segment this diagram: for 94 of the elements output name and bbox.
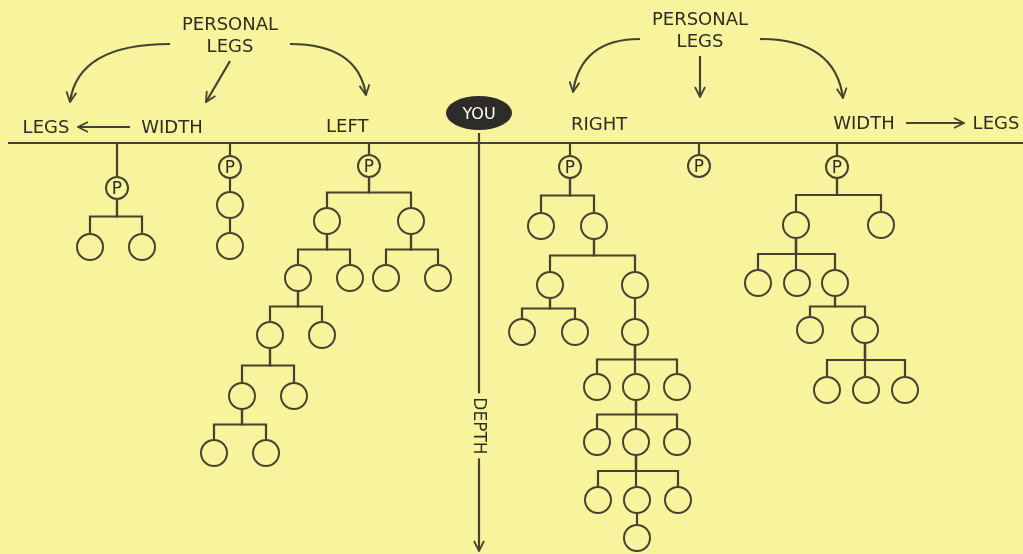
you-ellipse: YOU: [446, 96, 512, 130]
member-circle: [216, 191, 244, 219]
connector-line: [833, 297, 867, 316]
person-circle: P: [357, 154, 381, 178]
connector-line: [548, 299, 577, 318]
connector-line: [835, 144, 839, 155]
person-circle: P: [105, 176, 129, 200]
member-circle: [536, 271, 564, 299]
heading-label: PERSONAL LEGS: [168, 12, 292, 58]
member-circle: [583, 373, 611, 401]
member-circle: [813, 376, 841, 404]
member-circle: [580, 212, 608, 240]
member-circle: [622, 373, 650, 401]
member-circle: [783, 269, 811, 297]
member-circle: [216, 232, 244, 260]
member-circle: [336, 264, 364, 292]
heading-label: LEGS: [968, 112, 1023, 134]
member-circle: [584, 486, 612, 514]
member-circle: [128, 233, 156, 261]
member-circle: [623, 486, 651, 514]
connector-line: [268, 349, 296, 382]
member-circle: [852, 376, 880, 404]
arrow: [694, 56, 706, 98]
member-circle: [397, 207, 425, 235]
arrow: [289, 42, 370, 96]
side-label: LEFT: [326, 115, 369, 137]
person-circle: P: [825, 155, 849, 179]
heading-label: WIDTH: [134, 116, 210, 138]
member-circle: [621, 271, 649, 299]
connector-line: [635, 514, 639, 524]
member-circle: [256, 321, 284, 349]
baseline-bar: [8, 142, 1023, 144]
member-circle: [782, 211, 810, 239]
connector-line: [697, 144, 701, 154]
member-circle: [821, 269, 849, 297]
member-circle: [424, 264, 452, 292]
arrow: [66, 42, 171, 103]
member-circle: [280, 382, 308, 410]
member-circle: [744, 269, 772, 297]
connector-line: [115, 200, 144, 233]
member-circle: [308, 321, 336, 349]
member-circle: [663, 428, 691, 456]
connector-line: [592, 240, 637, 271]
member-circle: [891, 376, 919, 404]
member-circle: [284, 264, 312, 292]
member-circle: [623, 524, 651, 552]
member-circle: [867, 211, 895, 239]
connector-line: [240, 410, 268, 439]
member-circle: [527, 212, 555, 240]
member-circle: [583, 428, 611, 456]
heading-label: PERSONAL LEGS: [638, 7, 762, 53]
arrow: [906, 117, 965, 129]
connector-line: [568, 179, 596, 212]
member-circle: [252, 439, 280, 467]
person-circle: P: [687, 154, 711, 178]
arrow: [77, 121, 130, 133]
connector-line: [367, 178, 413, 207]
connector-line: [367, 144, 371, 154]
side-label: RIGHT: [571, 113, 628, 135]
connector-line: [835, 179, 883, 211]
connector-line: [634, 401, 679, 428]
connector-line: [634, 456, 680, 486]
member-circle: [372, 264, 400, 292]
member-circle: [228, 382, 256, 410]
member-circle: [313, 207, 341, 235]
arrow: [759, 37, 847, 99]
connector-line: [115, 144, 119, 176]
connector-line: [409, 235, 440, 264]
member-circle: [664, 486, 692, 514]
person-circle: P: [558, 155, 582, 179]
member-circle: [851, 316, 879, 344]
member-circle: [621, 318, 649, 346]
connector-line: [863, 344, 907, 376]
connector-line: [296, 292, 324, 321]
connector-line: [794, 239, 837, 269]
connector-line: [228, 179, 232, 191]
member-circle: [200, 439, 228, 467]
connector-line: [568, 144, 572, 155]
member-circle: [76, 233, 104, 261]
connector-line: [633, 346, 679, 373]
arrow: [569, 37, 641, 93]
heading-label: WIDTH: [826, 112, 902, 134]
member-circle: [508, 318, 536, 346]
arrow: [205, 60, 231, 103]
heading-label: LEGS: [18, 116, 74, 138]
connector-line: [228, 219, 232, 232]
connector-line: [325, 235, 352, 264]
member-circle: [663, 373, 691, 401]
member-circle: [561, 318, 589, 346]
member-circle: [796, 316, 824, 344]
connector-line: [633, 299, 637, 318]
connector-line: [228, 144, 232, 155]
member-circle: [622, 428, 650, 456]
person-circle: P: [218, 155, 242, 179]
